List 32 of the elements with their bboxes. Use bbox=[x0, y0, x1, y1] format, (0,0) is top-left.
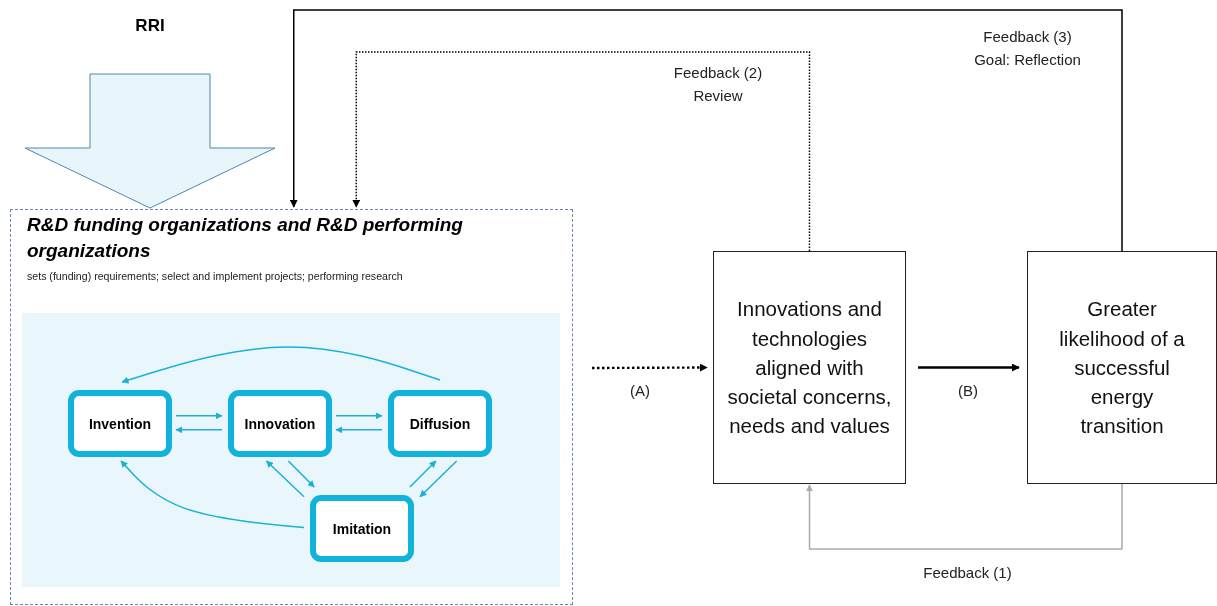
heading-text: RRI bbox=[134, 15, 166, 36]
stage-label: Invention bbox=[87, 415, 153, 432]
group-description: sets (funding) requirements; select and implement projects; performing research bbox=[27, 270, 404, 283]
arrow bbox=[335, 412, 383, 420]
arrow bbox=[352, 51, 811, 252]
arrow bbox=[175, 426, 223, 434]
organization-frame bbox=[10, 209, 573, 605]
arrow bbox=[592, 363, 708, 372]
edge-label: (B) bbox=[957, 381, 979, 401]
arrow bbox=[409, 460, 437, 488]
arrow bbox=[265, 460, 305, 498]
outcome-text: Greater likelihood of a successful energy transition bbox=[1058, 296, 1186, 440]
edge-label: (A) bbox=[629, 381, 651, 401]
arrow bbox=[287, 460, 315, 488]
group-title: R&D funding organizations and R&D performing organizations bbox=[27, 213, 464, 263]
edge-label: Feedback (1) bbox=[922, 563, 1013, 583]
arrow bbox=[289, 9, 1123, 252]
arrow bbox=[918, 363, 1020, 372]
stage-label: Diffusion bbox=[408, 415, 472, 432]
arrow bbox=[335, 426, 383, 434]
stage-label: Innovation bbox=[243, 415, 317, 432]
stage-label: Imitation bbox=[331, 520, 393, 537]
arrow bbox=[419, 460, 458, 498]
arrow bbox=[120, 460, 305, 529]
edge-label: Feedback (3) Goal: Reflection bbox=[973, 27, 1082, 70]
outcome-text: Innovations and technologies aligned with societal concerns, needs and values bbox=[726, 296, 893, 440]
arrow bbox=[175, 412, 223, 420]
block-arrow bbox=[24, 73, 276, 209]
panel-background bbox=[22, 313, 560, 587]
arrow bbox=[121, 346, 441, 384]
edge-label: Feedback (2) Review bbox=[672, 63, 764, 106]
arrow bbox=[806, 483, 1123, 550]
